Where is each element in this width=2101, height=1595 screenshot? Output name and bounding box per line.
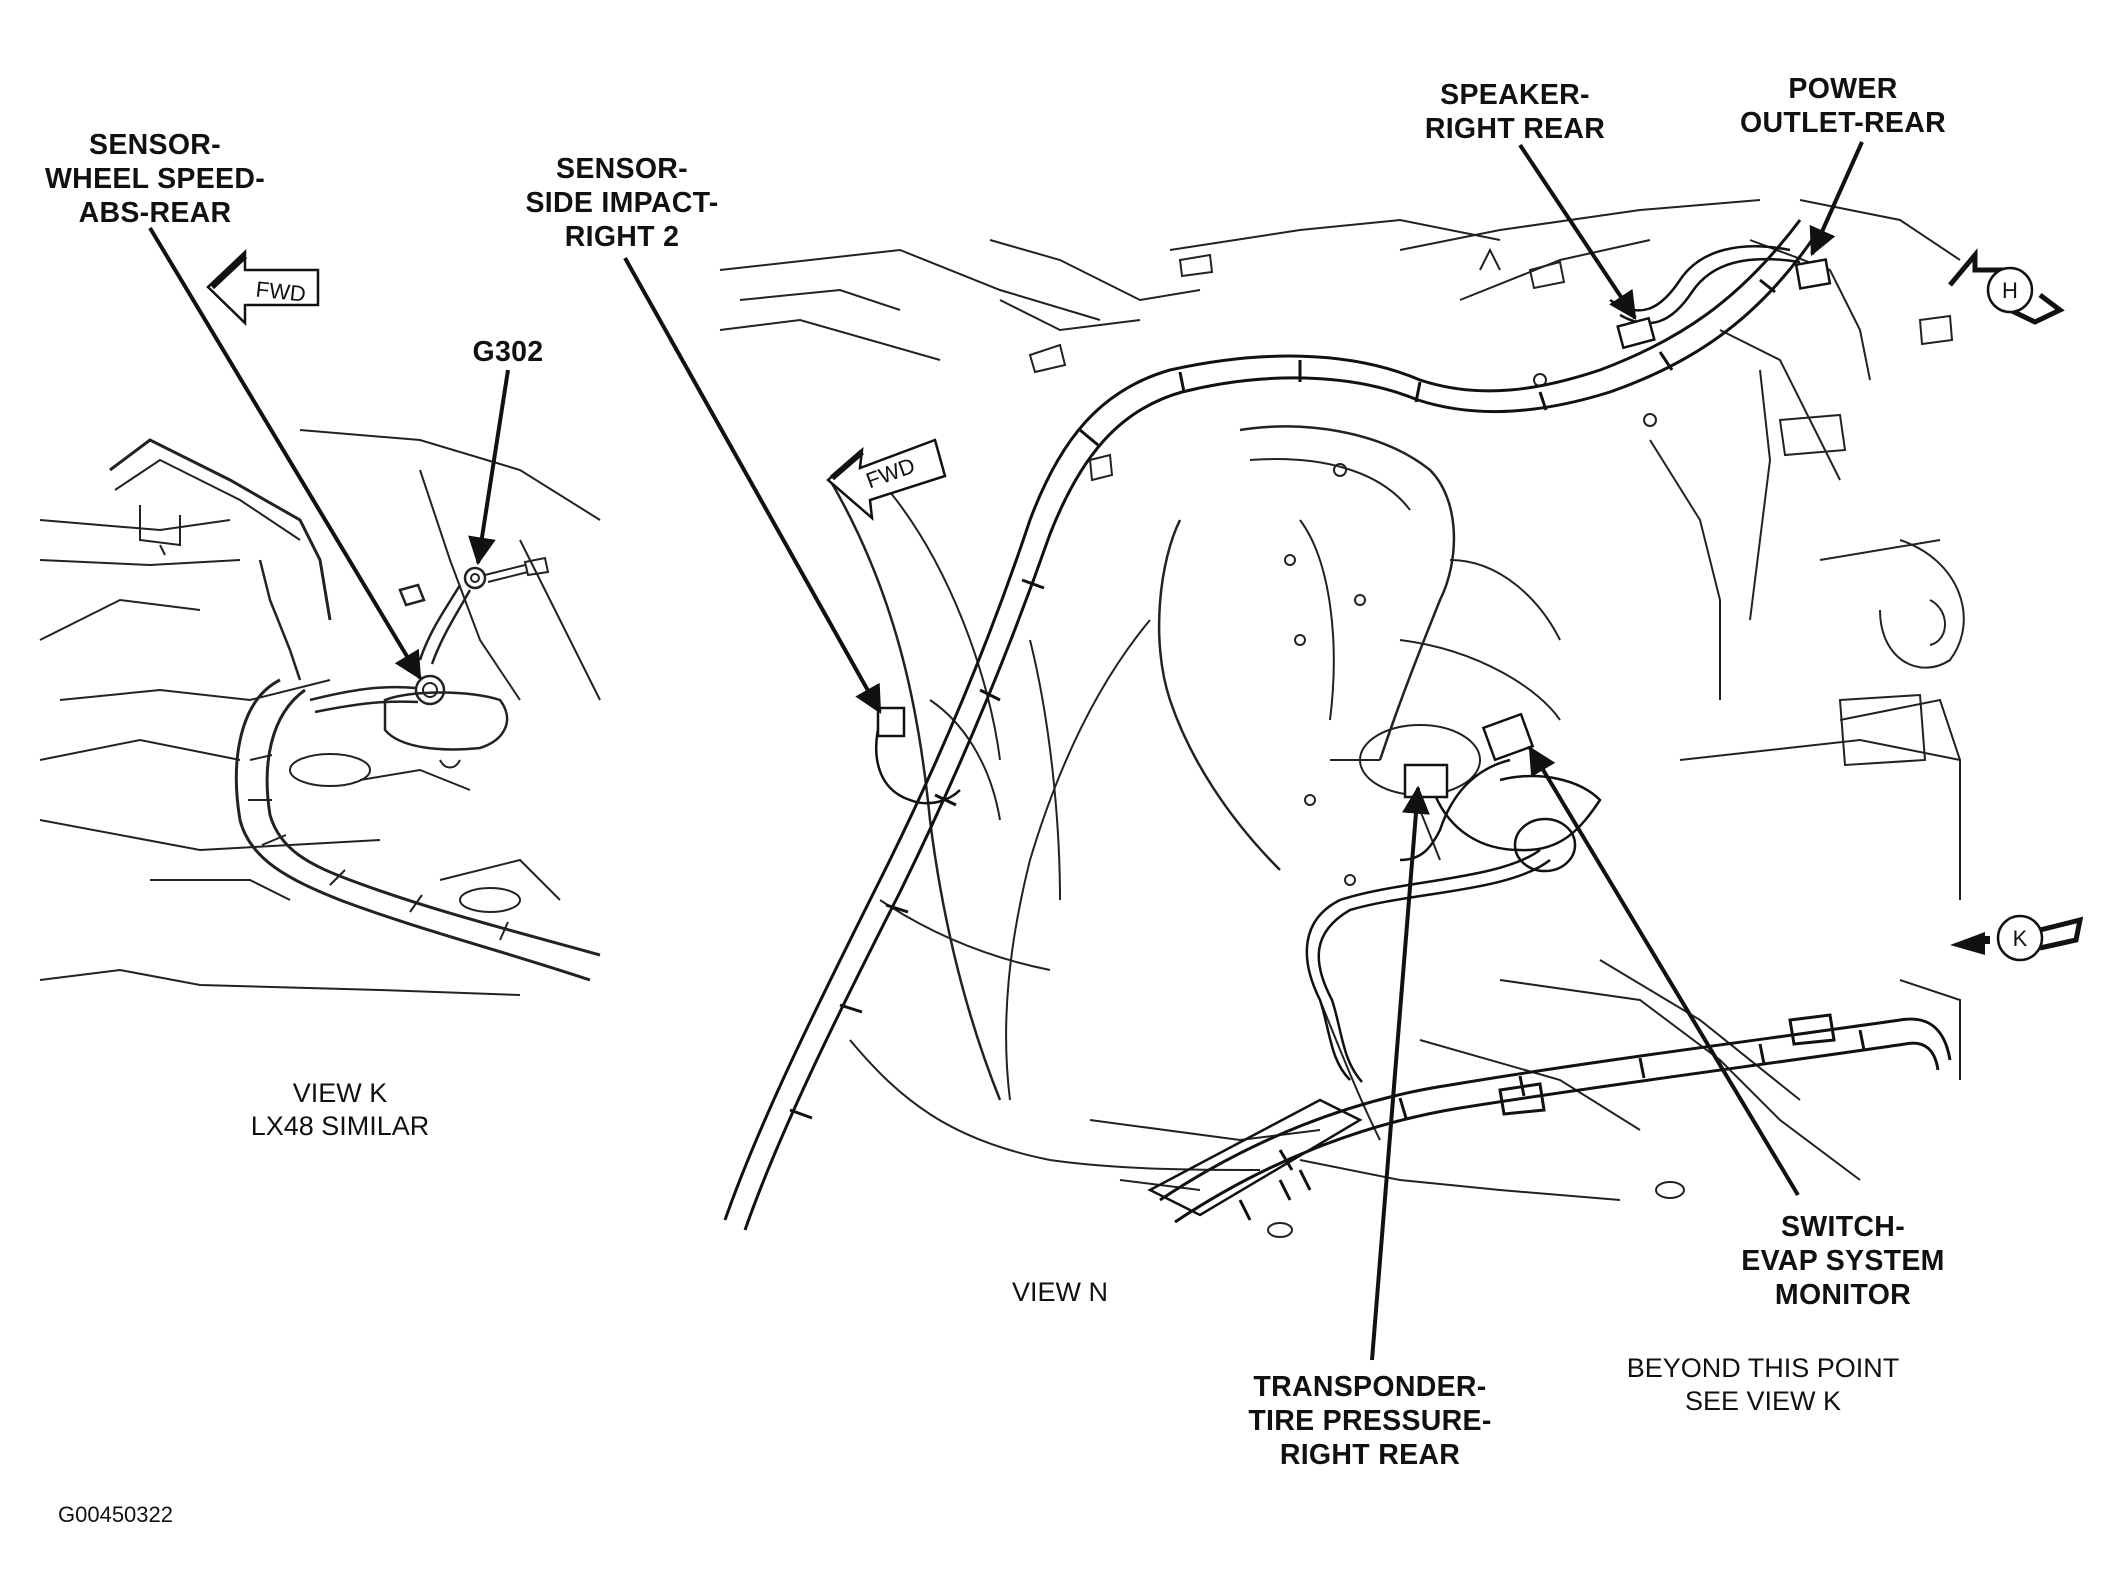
- figure-code: G00450322: [58, 1502, 173, 1527]
- lower-harness: [1147, 1013, 1952, 1224]
- view-callout-k: [1950, 914, 2084, 962]
- label-sensor-side-impact: SENSOR- SIDE IMPACT- RIGHT 2: [525, 153, 719, 253]
- label-switch-evap: SWITCH- EVAP SYSTEM MONITOR: [1741, 1211, 1945, 1311]
- label-g302: G302: [472, 336, 544, 368]
- view-callout-k-letter: K: [2013, 926, 2028, 951]
- caption-view-n: VIEW N: [1011, 1277, 1109, 1307]
- label-speaker-right-rear: SPEAKER- RIGHT REAR: [1424, 79, 1606, 145]
- label-transponder: TRANSPONDER- TIRE PRESSURE- RIGHT REAR: [1248, 1371, 1492, 1471]
- view-callout-h-letter: H: [2002, 278, 2018, 303]
- label-sensor-wheel-speed: SENSOR- WHEEL SPEED- ABS-REAR: [44, 129, 266, 229]
- label-power-outlet-rear: POWER OUTLET-REAR: [1740, 73, 1946, 139]
- view-k-drawing: [39, 429, 601, 996]
- fwd-text-view-k: FWD: [255, 276, 307, 306]
- connectors: [876, 258, 1832, 799]
- caption-view-k: VIEW K LX48 SIMILAR: [250, 1078, 430, 1141]
- fwd-arrow-view-n: [826, 438, 947, 522]
- main-harness: [723, 219, 1814, 1231]
- fwd-arrow-view-k: [206, 249, 320, 326]
- view-callout-h: [1948, 248, 2065, 325]
- caption-beyond-note: BEYOND THIS POINT SEE VIEW K: [1626, 1353, 1900, 1416]
- view-n-drawing: [719, 199, 1965, 1238]
- leader-lines: [148, 141, 1864, 1361]
